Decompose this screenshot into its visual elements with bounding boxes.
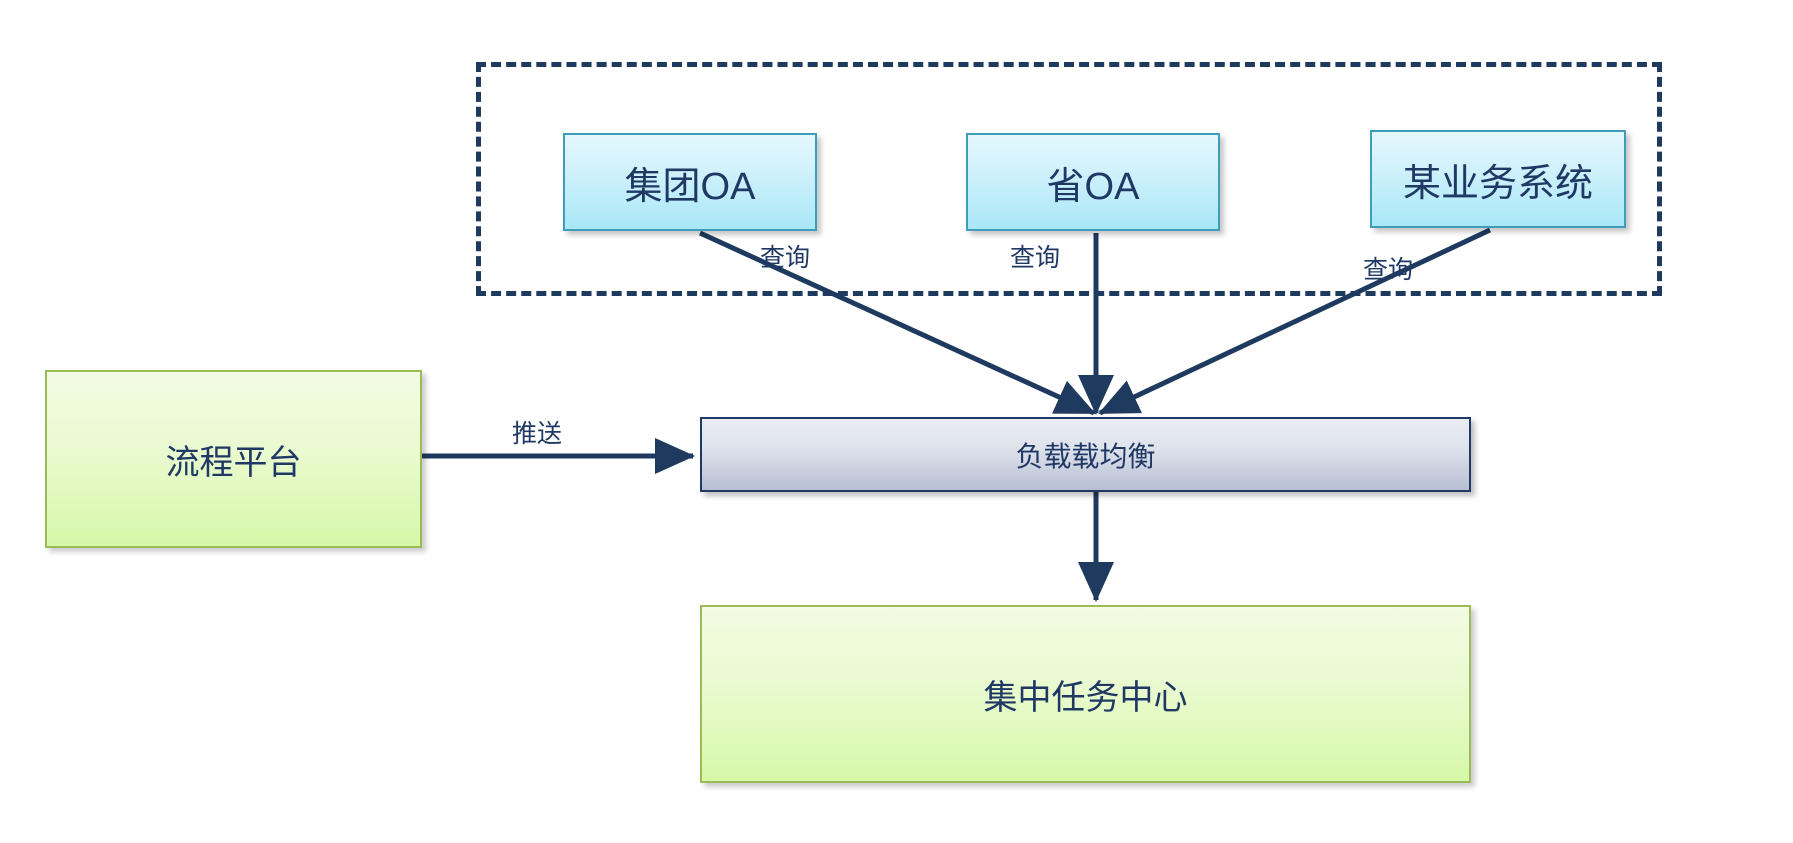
node-process-platform-label: 流程平台 bbox=[165, 443, 302, 482]
external-systems-group-region bbox=[476, 62, 1662, 296]
node-load-balancer[interactable]: 负载载均衡 bbox=[700, 417, 1471, 492]
node-group-oa-label: 集团OA bbox=[624, 165, 756, 208]
node-province-oa[interactable]: 省OA bbox=[966, 133, 1220, 231]
edge-label-query-group-oa: 查询 bbox=[760, 244, 811, 272]
node-task-center-label: 集中任务中心 bbox=[983, 678, 1188, 717]
edge-label-query-business-system: 查询 bbox=[1363, 256, 1414, 284]
node-task-center[interactable]: 集中任务中心 bbox=[700, 605, 1471, 783]
edge-label-push: 推送 bbox=[512, 420, 563, 448]
node-process-platform[interactable]: 流程平台 bbox=[45, 370, 422, 548]
edge-label-query-province-oa: 查询 bbox=[1010, 244, 1061, 272]
node-business-system-label: 某业务系统 bbox=[1402, 162, 1593, 205]
node-group-oa[interactable]: 集团OA bbox=[563, 133, 817, 231]
node-load-balancer-label: 负载载均衡 bbox=[1015, 440, 1156, 472]
node-province-oa-label: 省OA bbox=[1046, 165, 1140, 208]
node-business-system[interactable]: 某业务系统 bbox=[1370, 130, 1626, 228]
